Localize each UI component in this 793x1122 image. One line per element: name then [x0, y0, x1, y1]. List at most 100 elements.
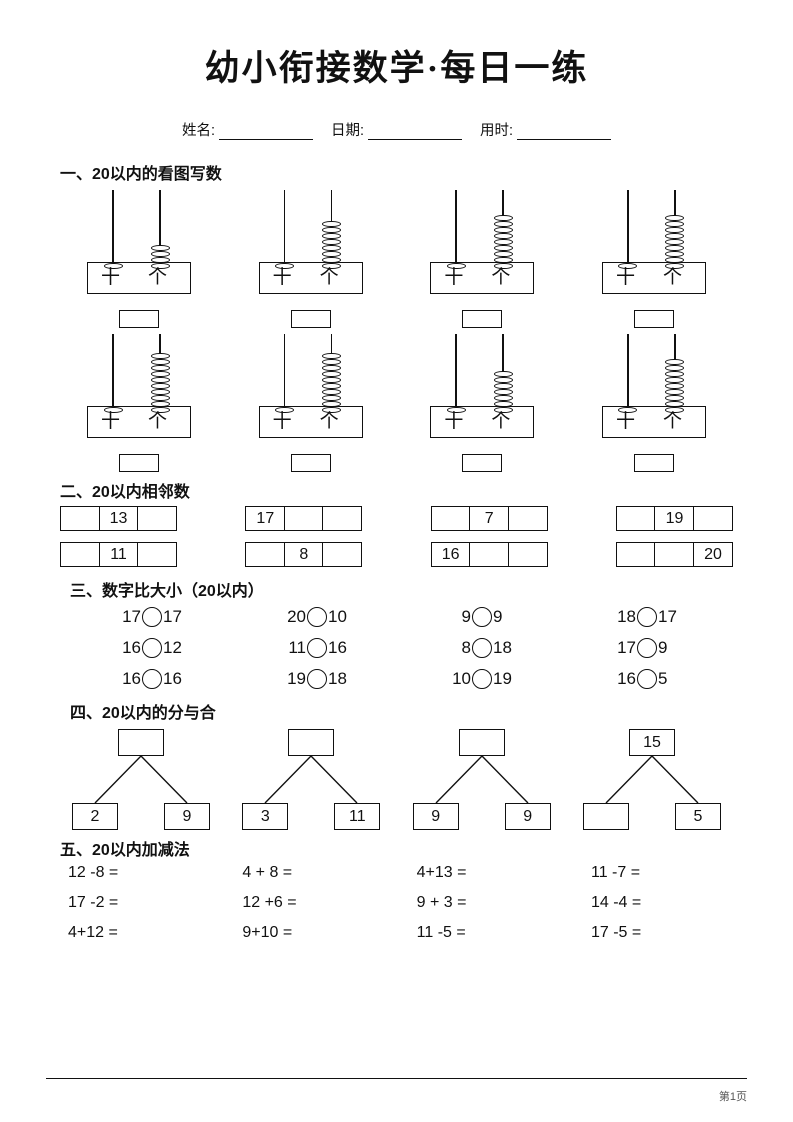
abacus-answer-box[interactable] — [462, 310, 503, 328]
time-blank[interactable] — [517, 126, 612, 140]
neighbor-cell-blank[interactable] — [692, 506, 733, 531]
abacus-diagram: 十个 — [594, 334, 714, 444]
section-4-title: 四、20以内的分与合 — [70, 705, 216, 722]
arithmetic-problem[interactable]: 12 +6 = — [242, 894, 297, 911]
neighbor-cell-blank[interactable] — [507, 506, 548, 531]
arithmetic-problem[interactable]: 11 -7 = — [590, 864, 641, 881]
bead — [275, 262, 295, 269]
compare-answer-circle[interactable] — [472, 669, 492, 689]
abacus-answer-box[interactable] — [290, 454, 331, 472]
bead-stack-ones — [664, 334, 686, 413]
abacus-answer-box[interactable] — [119, 310, 159, 328]
arithmetic-problem[interactable]: 9+10 = — [242, 924, 293, 941]
bead-stack-ones — [492, 334, 514, 413]
arithmetic-column: 11 -7 = 14 -4 = 17 -5 = — [591, 864, 711, 942]
date-label: 日期: — [330, 123, 365, 139]
neighbor-cell-blank[interactable] — [430, 506, 471, 531]
compare-right-number: 17 — [163, 607, 182, 626]
arithmetic-column: 12 -8 = 17 -2 = 4+12 = — [68, 864, 188, 942]
bond-box-left[interactable] — [582, 803, 629, 830]
compare-left-number: 16 — [122, 638, 141, 657]
neighbor-cell-blank[interactable] — [137, 506, 177, 531]
abacus-answer-box[interactable] — [119, 454, 159, 472]
neighbor-cell-filled: 13 — [98, 506, 139, 531]
abacus-answer-box[interactable] — [290, 310, 331, 328]
compare-answer-circle[interactable] — [307, 669, 327, 689]
time-field[interactable]: 用时: — [480, 119, 612, 140]
date-blank[interactable] — [368, 126, 463, 140]
arithmetic-problem[interactable]: 12 -8 = — [68, 864, 119, 881]
compare-answer-circle[interactable] — [307, 638, 327, 658]
compare-answer-circle[interactable] — [472, 607, 492, 627]
neighbor-cell-blank[interactable] — [654, 542, 695, 567]
neighbor-cell-blank[interactable] — [322, 542, 363, 567]
neighbor-cell-blank[interactable] — [60, 506, 100, 531]
compare-left-number: 17 — [122, 607, 141, 626]
compare-answer-circle[interactable] — [637, 638, 657, 658]
bond-box-top[interactable] — [288, 729, 335, 756]
date-field[interactable]: 日期: — [330, 119, 463, 140]
neighbor-cell-blank[interactable] — [469, 542, 510, 567]
bond-box-top[interactable] — [458, 729, 505, 756]
neighbor-cell-filled: 7 — [469, 506, 510, 531]
arithmetic-grid: 12 -8 = 17 -2 = 4+12 = 4 + 8 = 12 +6 = 9+10 =… — [46, 864, 747, 942]
compare-left-number: 18 — [617, 607, 636, 626]
rod-label-tens: 十 — [615, 411, 635, 432]
compare-answer-circle[interactable] — [307, 607, 327, 627]
neighbor-cell-blank[interactable] — [615, 506, 656, 531]
bead-stack-ones — [149, 334, 171, 413]
time-label: 用时: — [480, 123, 514, 139]
neighbor-triple: 20 — [615, 542, 733, 567]
neighbor-cell-blank[interactable] — [245, 542, 286, 567]
arithmetic-problem[interactable]: 4 + 8 = — [242, 864, 293, 881]
rod-label-ones: 个 — [662, 267, 682, 288]
neighbor-cell-blank[interactable] — [615, 542, 656, 567]
neighbor-cell-blank[interactable] — [137, 542, 177, 567]
neighbor-triple: 8 — [245, 542, 363, 567]
compare-right-number: 19 — [493, 669, 512, 688]
neighbor-cell-blank[interactable] — [283, 506, 324, 531]
abacus-answer-box[interactable] — [633, 310, 674, 328]
bead — [275, 406, 295, 413]
compare-answer-circle[interactable] — [637, 607, 657, 627]
abacus-answer-box[interactable] — [462, 454, 503, 472]
arithmetic-problem[interactable]: 4+13 = — [416, 864, 467, 881]
arithmetic-problem[interactable]: 9 + 3 = — [416, 894, 467, 911]
arithmetic-problem[interactable]: 14 -4 = — [590, 894, 642, 911]
bead — [322, 262, 342, 269]
compare-answer-circle[interactable] — [472, 638, 492, 658]
arithmetic-problem[interactable]: 17 -2 = — [68, 894, 119, 911]
compare-answer-circle[interactable] — [142, 669, 162, 689]
bead-stack-tens — [274, 190, 296, 269]
neighbor-cell-filled: 16 — [430, 542, 471, 567]
abacus-rod-ones — [159, 190, 161, 294]
bead — [103, 406, 123, 413]
abacus-item: 十个 — [579, 334, 729, 472]
abacus-answer-box[interactable] — [633, 454, 674, 472]
neighbor-cell-blank[interactable] — [60, 542, 100, 567]
name-blank[interactable] — [218, 126, 313, 140]
arithmetic-problem[interactable]: 4+12 = — [68, 924, 118, 941]
compare-answer-circle[interactable] — [142, 638, 162, 658]
rod-label-tens: 十 — [101, 411, 121, 432]
neighbor-triple: 16 — [430, 542, 548, 567]
neighbor-cell-blank[interactable] — [507, 542, 548, 567]
name-field[interactable]: 姓名: — [182, 119, 313, 140]
bond-box-top[interactable] — [118, 729, 164, 756]
arithmetic-problem[interactable]: 11 -5 = — [416, 924, 466, 941]
compare-answer-circle[interactable] — [142, 607, 162, 627]
arithmetic-problem[interactable]: 17 -5 = — [590, 924, 642, 941]
neighbor-cell-blank[interactable] — [322, 506, 363, 531]
compare-answer-circle[interactable] — [637, 669, 657, 689]
